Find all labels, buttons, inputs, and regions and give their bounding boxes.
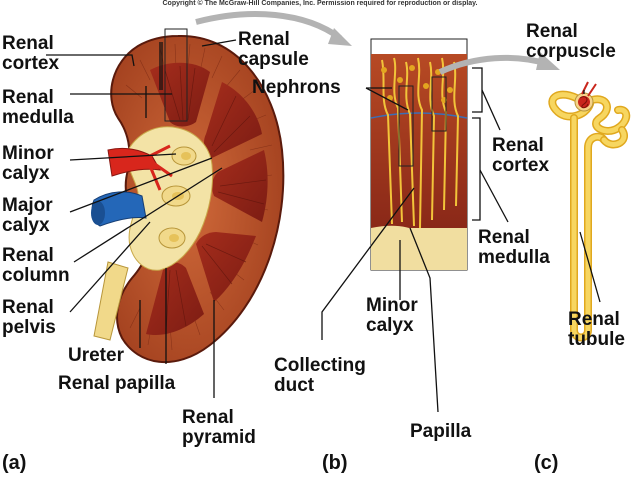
- renal-pyramid-right: [211, 150, 268, 222]
- label-renal-tubule: Renal tubule: [568, 309, 625, 350]
- ureter-tube: [93, 261, 129, 341]
- glomerulus: [574, 81, 597, 112]
- label-renal-papilla: Renal papilla: [58, 373, 176, 394]
- renal-pyramid-upper-right: [204, 82, 262, 158]
- label-nephrons: Nephrons: [252, 77, 341, 98]
- zoom-box-a: [164, 28, 188, 122]
- label-renal-pelvis: Renal pelvis: [2, 297, 56, 338]
- kidney-section: [91, 34, 285, 364]
- cortex-medulla-section: [370, 38, 468, 271]
- label-renal-column: Renal column: [2, 245, 70, 286]
- panel-tag-b: (b): [322, 452, 348, 474]
- label-renal-corpuscle: Renal corpuscle: [526, 21, 616, 62]
- zoom-arrow-ab: [195, 11, 342, 41]
- zoom-arrow-bc: [438, 54, 549, 75]
- copyright-notice: Copyright © The McGraw-Hill Companies, I…: [162, 0, 478, 7]
- panel-tag-c: (c): [534, 452, 559, 474]
- label-renal-cortex-a: Renal cortex: [2, 33, 60, 74]
- label-collecting-duct: Collecting duct: [274, 355, 366, 396]
- label-ureter: Ureter: [68, 345, 124, 366]
- panel-tag-a: (a): [2, 452, 27, 474]
- leader-lines: [46, 39, 601, 413]
- label-renal-pyramid: Renal pyramid: [182, 407, 256, 448]
- label-papilla: Papilla: [410, 421, 472, 442]
- label-minor-calyx-a: Minor calyx: [2, 143, 54, 184]
- label-major-calyx: Major calyx: [2, 195, 53, 236]
- label-renal-medulla-a: Renal medulla: [2, 87, 74, 128]
- nephron-detail: [548, 90, 631, 342]
- label-renal-cortex-b: Renal cortex: [492, 135, 550, 176]
- label-renal-medulla-b: Renal medulla: [478, 227, 550, 268]
- label-minor-calyx-b: Minor calyx: [366, 295, 418, 336]
- label-renal-capsule: Renal capsule: [238, 29, 309, 70]
- renal-pyramid-lower-right: [196, 232, 256, 302]
- renal-pyramid-bottom: [146, 262, 204, 336]
